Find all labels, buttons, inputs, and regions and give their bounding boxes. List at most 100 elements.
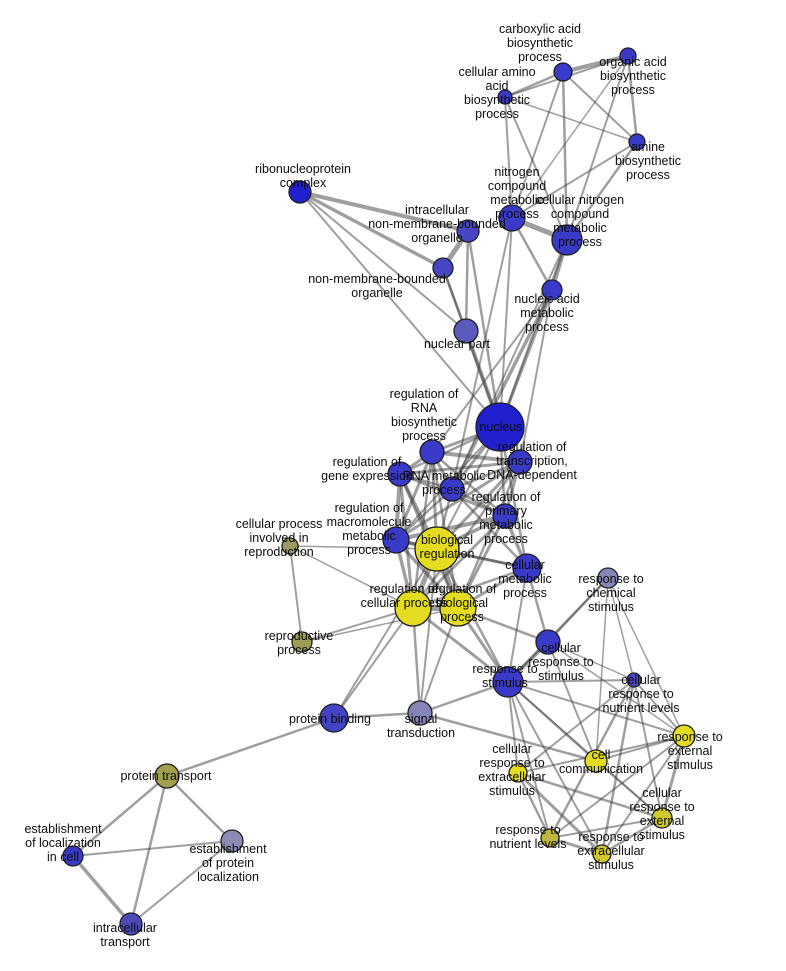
graph-node-ribo[interactable] [288,180,312,204]
graph-node-cellRespExtracell[interactable] [508,763,528,783]
graph-edge-organic-amine [626,54,639,144]
graph-edge-ribo-nmbo [298,190,445,270]
graph-node-cellNitrogen[interactable] [551,224,583,256]
graph-node-nucleus[interactable] [475,402,525,452]
node-label-ribo-line0: ribonucleoprotein [255,162,351,176]
node-label-intracellTransport-line1: transport [100,935,150,949]
graph-node-estabLocCell[interactable] [62,845,84,867]
graph-edge-ribo-nuclearPart [299,191,467,332]
graph-edge-carboxylic-cellNitrogen [561,70,569,242]
node-label-nitrogenCompound-line1: compound [488,179,546,193]
graph-edge-organic-cellNitrogen [566,55,629,241]
graph-node-regMacromol[interactable] [382,526,410,554]
graph-node-nuclearPart[interactable] [453,318,479,344]
graph-node-bioReg[interactable] [414,526,460,572]
graph-node-proteinBinding[interactable] [319,703,349,733]
graph-node-respExtracell[interactable] [592,844,612,864]
graph-node-regGeneExpr[interactable] [387,461,413,487]
nodes-layer [62,47,696,936]
graph-node-respStimulus[interactable] [492,666,524,698]
graph-edge-estabLocCell-intracellTransport [71,854,133,926]
node-label-cellProcRepro-line1: involved in [249,531,308,545]
graph-edge-regBiological-reproductive [301,607,459,643]
graph-edge-regCellular-respStimulus [411,606,510,684]
node-label-cellAmino-line0: cellular amino [458,65,535,79]
node-label-regMacromol-line0: regulation of [335,501,404,515]
graph-node-reproductive[interactable] [291,631,313,653]
graph-node-cellRespExternal[interactable] [651,807,673,829]
node-label-carboxylic-line0: carboxylic acid [499,22,581,36]
node-label-cellAmino-line2: biosynthetic [464,93,530,107]
graph-edge-regTranscription-regBiological [456,460,522,610]
graph-edge-cellProcRepro-regCellular [289,545,414,609]
graph-node-estabProtLoc[interactable] [220,829,244,853]
graph-edge-regRNAbio-regTranscription [430,450,522,464]
graph-edge-organic-nitrogenCompound [511,55,629,219]
edges-layer [71,54,686,926]
graph-node-cellAmino[interactable] [497,89,513,105]
graph-node-cellProcRepro[interactable] [281,537,299,555]
graph-node-intracellTransport[interactable] [119,912,143,936]
graph-node-cellRespStimulus[interactable] [535,629,561,655]
graph-edge-carboxylic-nitrogenCompound [511,71,564,219]
graph-node-regRNAbio[interactable] [419,439,445,465]
graph-edge-ribo-nucleus [299,191,501,428]
graph-edge-respExternal-respNutrient [549,735,685,839]
node-label-carboxylic-line2: process [518,50,562,64]
graph-node-regBiological[interactable] [439,589,477,627]
graph-node-proteinTransport[interactable] [154,763,180,789]
node-label-estabLocCell-line0: establishment [24,822,102,836]
graph-edge-regMacromol-regPrimary [394,514,507,542]
graph-edge-proteinTransport-estabProtLoc [165,774,234,843]
graph-edge-cellProcRepro-bioReg [289,545,438,550]
graph-edge-cellMetabolic-regCellular [411,566,529,610]
graph-node-regPrimary[interactable] [492,503,518,529]
graph-edge-cellRespNutrient-respExtracell [600,678,636,856]
graph-edge-respStimulus-respChemical [506,576,610,684]
node-label-cellRespExternal-line3: stimulus [639,828,685,842]
graph-edge-cellAmino-amine [504,96,638,143]
graph-node-respNutrient[interactable] [540,828,560,848]
graph-node-cellMetabolic[interactable] [512,553,542,583]
node-label-nmbo-line1: organelle [351,286,402,300]
graph-edge-respStimulus-respExtracell [507,681,603,855]
graph-node-carboxylic[interactable] [553,62,573,82]
graph-edge-intraNMBO-nucleus [466,229,502,429]
graph-edge-carboxylic-amine [562,71,638,143]
graph-node-nitrogenCompound[interactable] [498,204,526,232]
graph-edge-ribo-intraNMBO [298,190,470,233]
graph-edge-intraNMBO-nuclearPart [464,229,470,333]
node-label-signalTransduction-line1: transduction [387,726,455,740]
node-label-cellProcRepro-line0: cellular process [236,517,323,531]
graph-node-regTranscription[interactable] [507,449,533,475]
node-label-cellMetabolic-line2: process [503,586,547,600]
graph-node-nmbo[interactable] [432,257,454,279]
graph-node-respExternal[interactable] [672,724,696,748]
node-label-nitrogenCompound-line0: nitrogen [494,165,539,179]
graph-node-cellRespNutrient[interactable] [626,672,642,688]
graph-edge-respStimulus-respNutrient [507,681,551,839]
graph-edge-cellRespStimulus-cellRespNutrient [547,641,635,681]
graph-node-intraNMBO[interactable] [456,219,480,243]
graph-node-signalTransduction[interactable] [407,700,433,726]
graph-edge-cellMetabolic-respStimulus [507,567,528,683]
graph-edge-cellRespNutrient-cellRespExternal [633,679,663,819]
graph-edge-proteinBinding-proteinTransport [165,716,336,778]
graph-edge-regRNAbio-regMacromol [394,450,434,542]
graph-node-amine[interactable] [628,133,646,151]
graph-node-respChemical[interactable] [597,567,619,589]
graph-edge-regPrimary-regCellular [411,514,507,610]
graph-node-rnaMetabolic[interactable] [439,476,465,502]
graph-node-organic[interactable] [619,47,637,65]
graph-edge-regTranscription-regMacromol [394,460,522,542]
graph-node-regCellular[interactable] [394,589,432,627]
graph-node-cellCommunication[interactable] [584,749,608,773]
node-label-estabProtLoc-line2: localization [197,870,259,884]
graph-edge-respChemical-respExternal [607,577,685,737]
graph-edge-estabProtLoc-intracellTransport [130,840,233,925]
graph-edge-estabLocCell-estabProtLoc [72,840,233,857]
node-label-amine-line2: process [626,168,670,182]
graph-node-nucleicAcid[interactable] [541,279,563,301]
graph-edge-nucleicAcid-regTranscription [519,289,553,463]
